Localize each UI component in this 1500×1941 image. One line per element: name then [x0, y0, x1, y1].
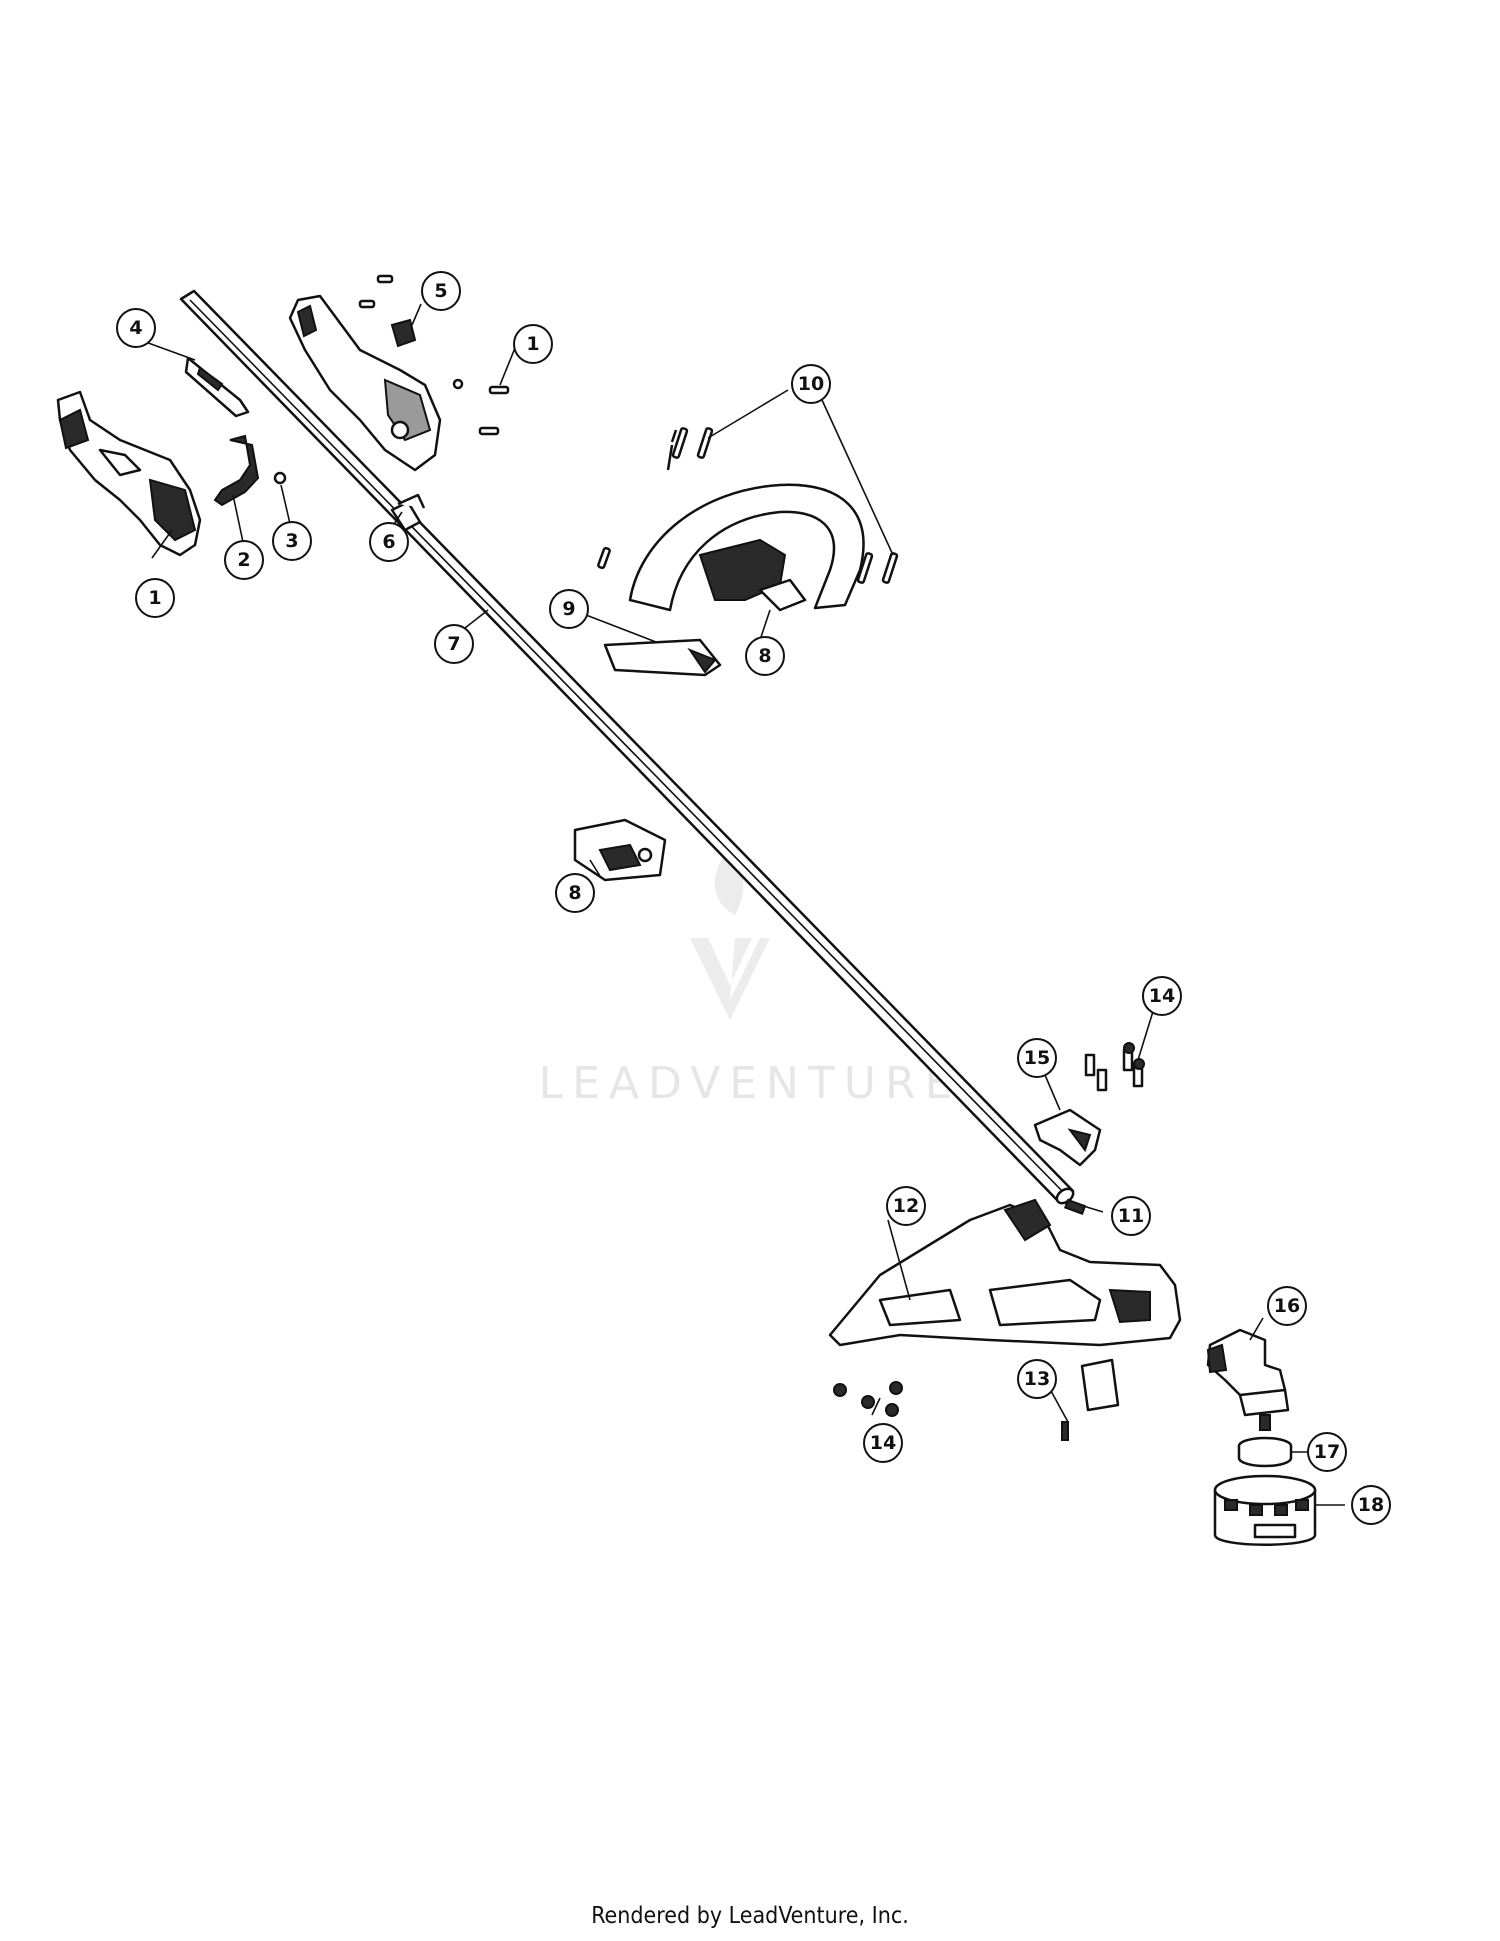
svg-text:18: 18: [1358, 1494, 1384, 1516]
callout-18: 18: [1351, 1485, 1391, 1525]
guard: [828, 1198, 1182, 1347]
footer-credit: Rendered by LeadVenture, Inc.: [591, 1903, 909, 1929]
callout-3: 3: [272, 521, 312, 561]
watermark-text: LEADVENTURE: [539, 1058, 962, 1109]
handle-insert: [603, 638, 722, 677]
svg-text:11: 11: [1118, 1205, 1144, 1227]
callout-1-handle-right: 1: [513, 324, 553, 364]
svg-text:10: 10: [798, 373, 824, 395]
bracket: [1033, 1108, 1102, 1167]
svg-text:4: 4: [129, 317, 142, 339]
callouts: 1 2 3 4 5 1 6 7 10 9 8 8 14 15 12 11 16 …: [116, 271, 1391, 1525]
nuts-bottom: [833, 1381, 903, 1417]
trigger: [213, 434, 260, 507]
svg-text:3: 3: [285, 530, 298, 552]
svg-text:8: 8: [758, 645, 771, 667]
callout-6: 6: [369, 522, 409, 562]
assist-handle: [628, 483, 865, 612]
callout-8-clamp: 8: [555, 873, 595, 913]
lock-out-button: [184, 356, 250, 418]
svg-text:6: 6: [382, 531, 395, 553]
svg-text:1: 1: [526, 333, 539, 355]
svg-text:15: 15: [1024, 1047, 1050, 1069]
callout-16: 16: [1267, 1286, 1307, 1326]
svg-text:9: 9: [562, 598, 575, 620]
callout-5: 5: [421, 271, 461, 311]
callout-8-assist-handle: 8: [745, 636, 785, 676]
callout-1-handle-left: 1: [135, 578, 175, 618]
callout-15: 15: [1017, 1038, 1057, 1078]
leader-lines: [139, 303, 1345, 1506]
callout-9: 9: [549, 589, 589, 629]
handle-clamp: [573, 818, 667, 882]
svg-text:13: 13: [1024, 1368, 1050, 1390]
watermark-logo: [690, 938, 770, 1020]
watermark: LEADVENTURE: [539, 850, 962, 1109]
gearbox: [1206, 1328, 1290, 1431]
callout-13: 13: [1017, 1359, 1057, 1399]
svg-text:12: 12: [893, 1195, 919, 1217]
callout-14-bottom: 14: [863, 1423, 903, 1463]
trimmer-head: [1213, 1474, 1317, 1546]
svg-text:5: 5: [434, 280, 447, 302]
handle-half-right: [288, 294, 442, 472]
svg-text:8: 8: [568, 882, 581, 904]
drive-shaft-end: [1063, 1198, 1087, 1215]
handle-half-left: [56, 390, 202, 557]
screws-top: [1084, 1042, 1145, 1092]
callout-2: 2: [224, 540, 264, 580]
trigger-spring: [273, 471, 287, 485]
svg-text:7: 7: [447, 633, 460, 655]
callout-17: 17: [1307, 1432, 1347, 1472]
svg-text:14: 14: [1149, 985, 1175, 1007]
line-cutter: [1061, 1358, 1120, 1441]
callout-12: 12: [886, 1186, 926, 1226]
callout-14-top: 14: [1142, 976, 1182, 1016]
callout-10: 10: [791, 364, 831, 404]
svg-text:2: 2: [237, 549, 250, 571]
spacer: [1237, 1436, 1293, 1468]
switch: [390, 318, 417, 348]
callout-7: 7: [434, 624, 474, 664]
callout-4: 4: [116, 308, 156, 348]
svg-text:14: 14: [870, 1432, 896, 1454]
shaft-clamp: [390, 493, 426, 532]
svg-text:16: 16: [1274, 1295, 1300, 1317]
assist-handle-screws: [597, 427, 899, 584]
svg-text:1: 1: [148, 587, 161, 609]
handle-screws: [358, 274, 510, 436]
svg-text:17: 17: [1314, 1441, 1340, 1463]
callout-11: 11: [1111, 1196, 1151, 1236]
